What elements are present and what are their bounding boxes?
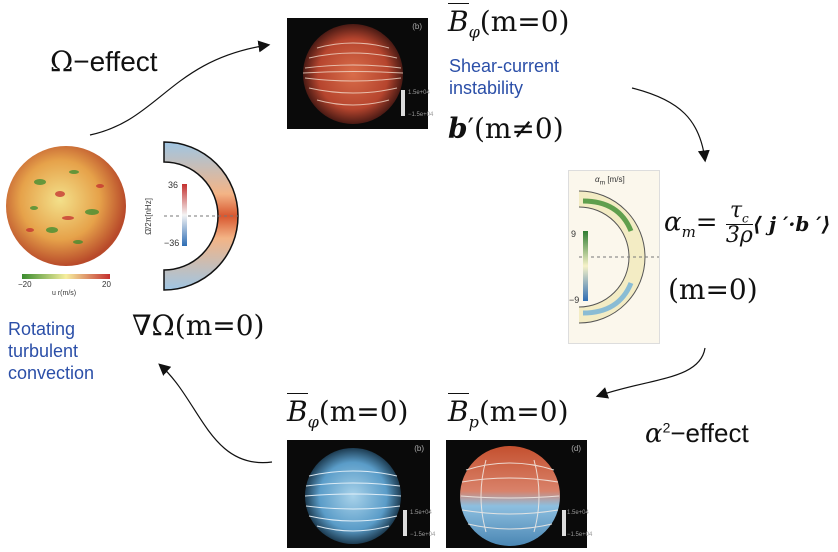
- shear-current-line-2: instability: [449, 78, 524, 98]
- rotating-line-2: turbulent: [8, 341, 79, 361]
- sphere-cbar-label: u r(m/s): [52, 290, 77, 297]
- panel-tag: (d): [571, 444, 581, 453]
- cbar-top-label: 1.5e+04: [567, 510, 589, 516]
- b-p-sub: p: [468, 412, 479, 432]
- panel-tag: (b): [412, 22, 422, 31]
- rotating-line-1: Rotating: [8, 319, 76, 339]
- rotating-line-3: convection: [8, 363, 95, 383]
- sphere-cbar-min: −20: [18, 280, 32, 289]
- alpha-m0-label: (m=0): [668, 273, 758, 306]
- field-lines-image: [302, 24, 405, 124]
- omega-effect-label: Ω−effect: [50, 48, 158, 76]
- convection-sphere-image: [6, 146, 126, 279]
- b-phi-bottom-label: Bφ(m=0): [287, 393, 409, 432]
- cbar-top-label: 1.5e+04: [408, 90, 430, 96]
- omega-effect-text: −effect: [73, 46, 158, 77]
- nabla-omega-label: ∇Ω(m=0): [132, 312, 264, 340]
- alpha-m-symbol: α: [664, 207, 682, 238]
- b-phi-symbol: B: [448, 3, 469, 38]
- b-p-arg: (m=0): [478, 395, 569, 428]
- alpha-bracket: ⟨ j ′·b ′⟩: [752, 211, 831, 236]
- alpha-panel-title: αm [m/s]: [595, 175, 625, 187]
- arrow-top-to-alpha: [631, 87, 710, 163]
- alpha-panel-title-sub: m: [599, 179, 606, 187]
- omega-hemisphere-image: [163, 141, 239, 291]
- b-p-symbol: B: [448, 393, 469, 428]
- omega-axis-label: Ω̄/2π[nHz]: [143, 198, 153, 235]
- b-phi-bottom-image: [304, 448, 407, 544]
- cbar-bottom-label: −1.5e+04: [408, 112, 434, 118]
- shear-current-line-1: Shear-current: [449, 56, 560, 76]
- omega-tick-top: 36: [168, 180, 179, 190]
- omega-tick-bottom: −36: [164, 238, 180, 248]
- alpha-panel: αm [m/s] 9 −9: [568, 170, 660, 344]
- alpha-tick-top: 9: [571, 229, 577, 239]
- b-prime-label: b′(m≠0): [448, 112, 564, 145]
- b-phi-bottom-symbol: B: [287, 393, 308, 428]
- rotating-convection-label: Rotating turbulent convection: [8, 318, 94, 384]
- panel-b-p-bottom: (d) 1.5e+04 −1.5e+04: [446, 440, 592, 548]
- omega-symbol: Ω: [50, 45, 74, 78]
- arrow-bottom-to-rotating: [158, 363, 273, 464]
- alpha-m-sub: m: [681, 222, 696, 241]
- cbar-top-label: 1.5e+04: [410, 510, 432, 516]
- alpha-panel-title-symbol: α: [595, 175, 600, 184]
- omega-panel: 36 −36 Ω̄/2π[nHz]: [144, 136, 242, 296]
- b-p-bottom-image: [460, 446, 566, 546]
- panel-b-phi-bottom: (b) 1.5e+04 −1.5e+04: [287, 440, 435, 548]
- b-phi-bottom-sub: φ: [307, 412, 319, 432]
- alpha2-symbol: α: [645, 419, 663, 449]
- alpha-formula: αm= τc 3ρ ⟨ j ′·b ′⟩: [664, 198, 831, 249]
- cbar-bottom-label: −1.5e+04: [410, 532, 436, 538]
- b-phi-top-label: Bφ(m=0): [448, 3, 570, 42]
- b-prime-symbol: b: [448, 112, 468, 145]
- b-phi-bottom-arg: (m=0): [318, 395, 409, 428]
- b-phi-arg: (m=0): [479, 5, 570, 38]
- alpha-hemisphere-image: [578, 190, 659, 324]
- shear-current-label: Shear-current instability: [449, 55, 559, 99]
- b-p-bottom-label: Bp(m=0): [448, 393, 569, 432]
- cbar-bottom-label: −1.5e+04: [567, 532, 593, 538]
- alpha-panel-title-units: [m/s]: [607, 175, 625, 184]
- b-prime-arg: (m≠0): [473, 112, 564, 145]
- nabla-omega-arg: (m=0): [174, 309, 265, 342]
- convection-sphere: −20 20 u r(m/s): [4, 142, 128, 302]
- b-phi-sub: φ: [468, 22, 480, 42]
- panel-top-field: (b) 1.5e+04 −1.5e+04: [287, 18, 433, 129]
- alpha2-text: −effect: [670, 418, 749, 448]
- nabla-omega-symbol: ∇Ω: [132, 309, 175, 342]
- alpha2-effect-label: α2−effect: [645, 420, 749, 447]
- fraction-numerator-sub: c: [742, 211, 749, 226]
- fraction-denominator: 3ρ: [725, 223, 753, 249]
- alpha-fraction: τc 3ρ: [725, 198, 753, 249]
- arrow-alpha-to-bottom: [595, 347, 706, 399]
- panel-tag: (b): [414, 444, 424, 453]
- arrow-omega-to-top: [89, 40, 271, 136]
- alpha2-sup: 2: [662, 419, 671, 436]
- sphere-cbar-max: 20: [102, 280, 111, 289]
- fraction-numerator: τ: [729, 198, 743, 223]
- alpha-tick-bottom: −9: [569, 295, 580, 305]
